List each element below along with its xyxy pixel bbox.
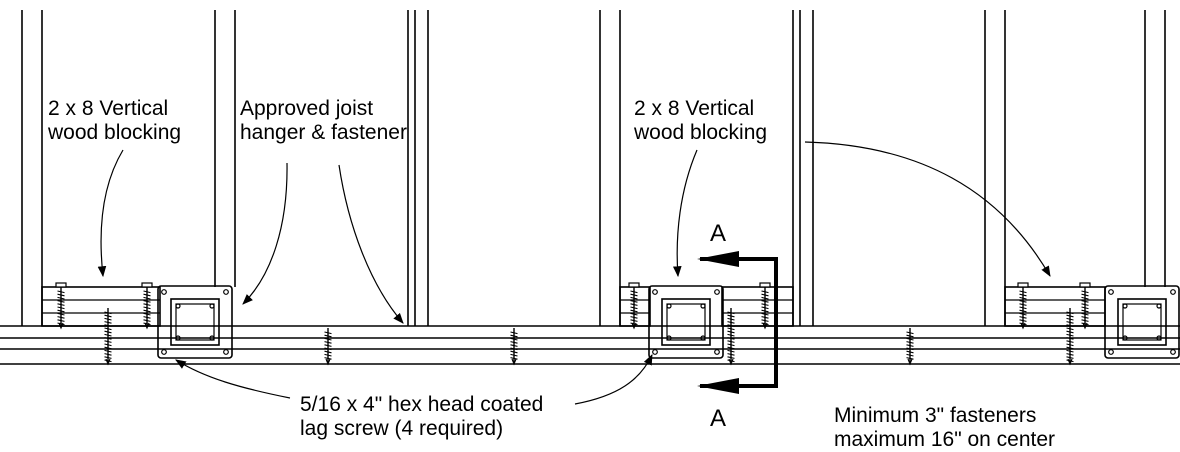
joists xyxy=(21,10,1166,326)
label-fastener-spacing: Minimum 3" fasteners maximum 16" on cent… xyxy=(834,404,1056,451)
post-bracket-1 xyxy=(157,285,233,359)
rim-beam xyxy=(0,325,1180,365)
blocking-screw xyxy=(141,282,153,330)
post-bracket-3 xyxy=(1104,285,1180,359)
leader-arrows xyxy=(97,141,1051,405)
fasteners xyxy=(55,282,1091,366)
lag-screw xyxy=(1066,308,1074,366)
post-bracket-2 xyxy=(648,285,724,359)
blocking-screw xyxy=(1079,282,1091,330)
rim-fastener xyxy=(324,328,332,366)
label-vertical-blocking-right: 2 x 8 Vertical wood blocking xyxy=(634,97,768,144)
blocking-screw xyxy=(1017,282,1029,330)
section-label-bottom: A xyxy=(710,405,727,432)
rim-fastener xyxy=(510,328,518,366)
section-label-top: A xyxy=(710,220,727,247)
blocking-screw xyxy=(628,282,640,330)
wood-blocking xyxy=(41,286,1106,327)
lag-screw xyxy=(727,308,735,366)
label-lag-screw: 5/16 x 4" hex head coated lag screw (4 r… xyxy=(300,393,544,440)
blocking-screw xyxy=(55,282,67,330)
rim-fastener xyxy=(906,328,914,366)
blocking-screw xyxy=(759,282,771,330)
lag-screw xyxy=(104,308,112,366)
label-vertical-blocking-left: 2 x 8 Vertical wood blocking xyxy=(48,97,182,144)
label-joist-hanger: Approved joist hanger & fastener xyxy=(240,97,407,144)
section-cut-marker xyxy=(697,251,778,394)
